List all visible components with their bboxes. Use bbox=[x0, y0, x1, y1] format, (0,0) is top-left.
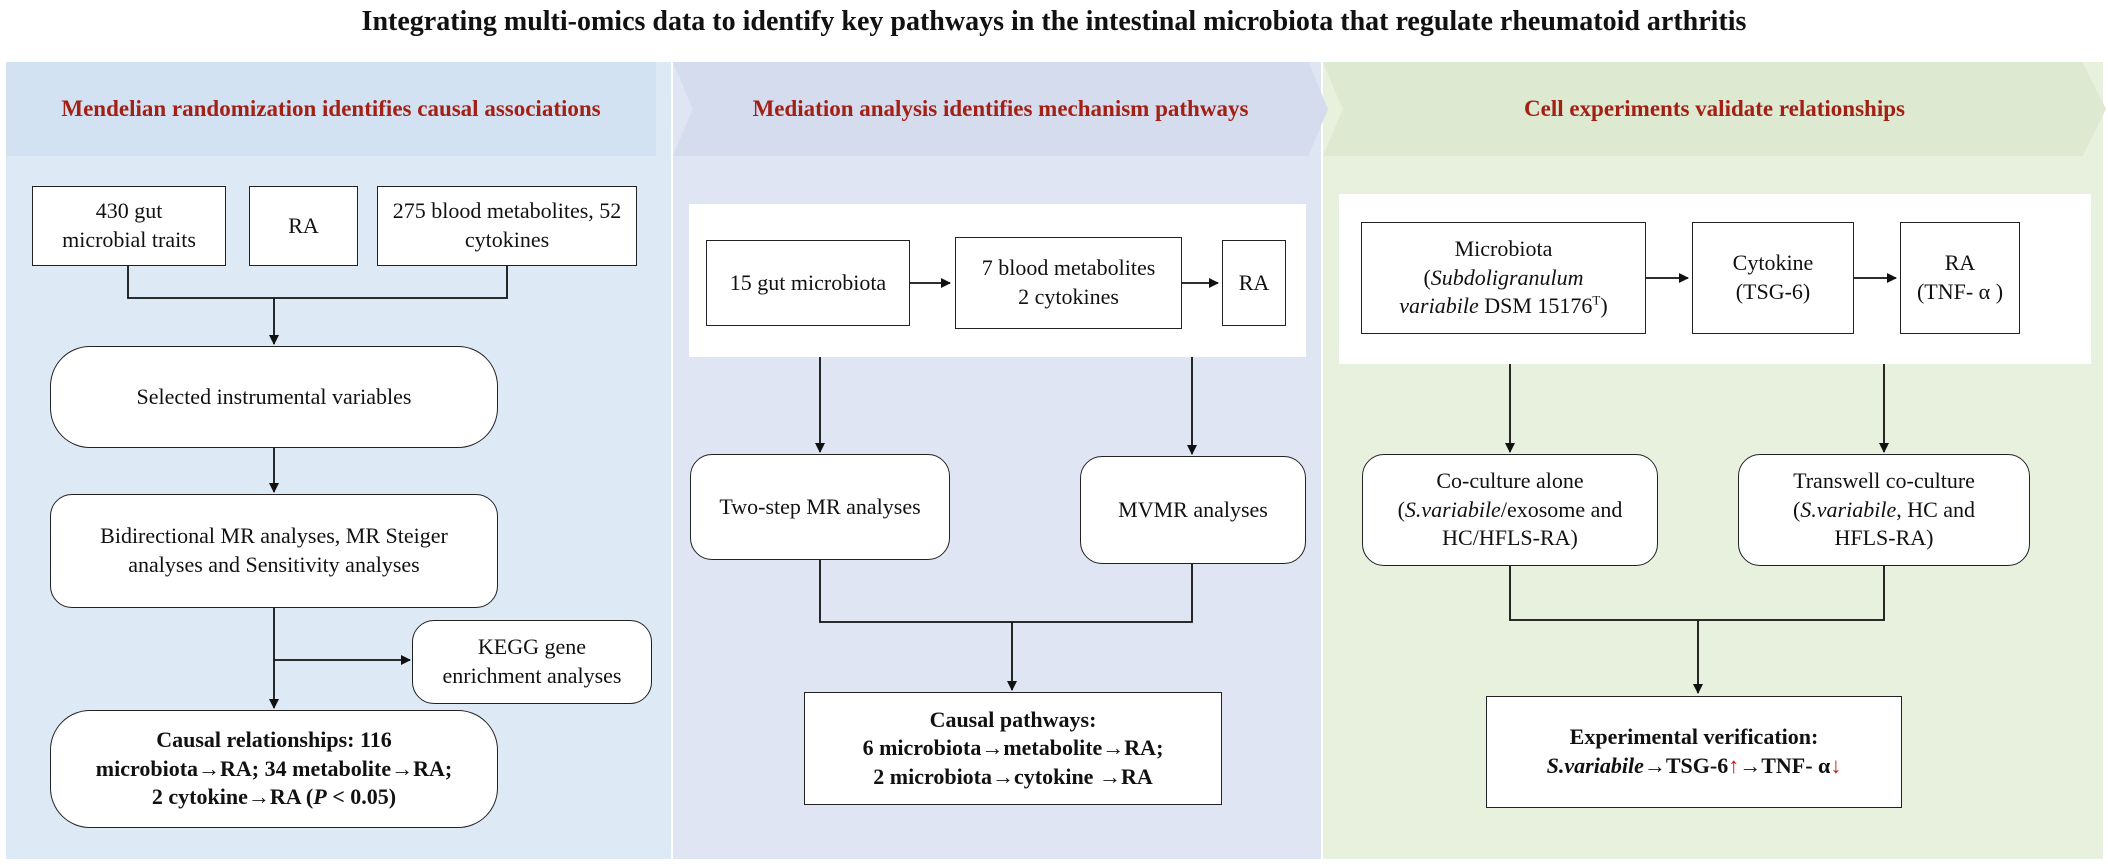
panel2-header: Mediation analysis identifies mechanism … bbox=[673, 62, 1328, 156]
coculture-title: Co-culture alone bbox=[1436, 468, 1584, 494]
coculture-line2: (S.variabile/exosome and bbox=[1398, 496, 1623, 525]
transwell-box: Transwell co-culture (S.variabile, HC an… bbox=[1738, 454, 2030, 566]
bidirectional-mr-box: Bidirectional MR analyses, MR Steiger an… bbox=[50, 494, 498, 608]
microbiota-label: Microbiota bbox=[1454, 236, 1553, 262]
instrumental-variables-box: Selected instrumental variables bbox=[50, 346, 498, 448]
ra-outcome-text: RA bbox=[1238, 269, 1270, 295]
transwell-rest1: , HC and bbox=[1896, 496, 1976, 522]
species-open: ( bbox=[1423, 264, 1431, 290]
verification-arrow-2: → bbox=[1739, 753, 1762, 778]
two-step-mr-text: Two-step MR analyses bbox=[719, 493, 921, 519]
cytokine-label: Cytokine bbox=[1732, 250, 1814, 276]
causal-relationships-line2: microbiota→RA; 34 metabolite→RA; bbox=[95, 755, 453, 781]
gut-microbiota-box: 15 gut microbiota bbox=[706, 240, 910, 326]
ra-tnf-label: RA bbox=[1944, 250, 1976, 276]
verification-species: S.variabile bbox=[1546, 753, 1644, 778]
causal-relationships-box: Causal relationships: 116 microbiota→RA;… bbox=[50, 710, 498, 828]
kegg-box: KEGG gene enrichment analyses bbox=[412, 620, 652, 704]
coculture-rest2: HC/HFLS-RA) bbox=[1442, 525, 1578, 551]
species-strain: DSM 15176 bbox=[1478, 293, 1593, 319]
verification-tnf: TNF- α bbox=[1761, 753, 1831, 778]
mvmr-text: MVMR analyses bbox=[1118, 496, 1268, 522]
gut-traits-box: 430 gut microbial traits bbox=[32, 186, 226, 266]
causal-pathways-box: Causal pathways: 6 microbiota→metabolite… bbox=[804, 692, 1222, 805]
ra-tnf-box: RA (TNF- α ) bbox=[1900, 222, 2020, 334]
species-close: ) bbox=[1600, 293, 1608, 319]
causal-relationships-line1: Causal relationships: 116 bbox=[156, 727, 392, 753]
gut-microbiota-text: 15 gut microbiota bbox=[729, 269, 887, 295]
causal-relationships-line3-b: < 0.05) bbox=[326, 784, 397, 810]
species-line1: (Subdoligranulum bbox=[1423, 264, 1583, 293]
transwell-title: Transwell co-culture bbox=[1793, 468, 1975, 494]
ra-text: RA bbox=[288, 212, 319, 238]
page-title: Integrating multi-omics data to identify… bbox=[361, 6, 1747, 37]
cytokine-value: (TSG-6) bbox=[1735, 279, 1811, 304]
transwell-line2: (S.variabile, HC and bbox=[1793, 496, 1975, 525]
cytokine-box: Cytokine (TSG-6) bbox=[1692, 222, 1854, 334]
instrumental-variables-text: Selected instrumental variables bbox=[136, 383, 412, 409]
experimental-verification-box: Experimental verification: S.variabile→T… bbox=[1486, 696, 1902, 808]
p-value-symbol: P bbox=[313, 784, 327, 810]
transwell-rest2: HFLS-RA) bbox=[1834, 525, 1934, 551]
microbiota-box: Microbiota (Subdoligranulum variabile DS… bbox=[1361, 222, 1646, 334]
verification-tsg: TSG-6 bbox=[1665, 753, 1729, 778]
species-line2: variabile DSM 15176T) bbox=[1399, 292, 1607, 321]
coculture-box: Co-culture alone (S.variabile/exosome an… bbox=[1362, 454, 1658, 566]
metabolites-box: 275 blood metabolites, 52 cytokines bbox=[377, 186, 637, 266]
causal-relationships-line3-a: 2 cytokine→RA ( bbox=[151, 784, 314, 810]
kegg-text: KEGG gene enrichment analyses bbox=[442, 634, 622, 688]
species-type-mark: T bbox=[1592, 292, 1601, 308]
species-epithet: variabile bbox=[1399, 293, 1479, 319]
causal-relationships-line3: 2 cytokine→RA (P < 0.05) bbox=[152, 783, 396, 812]
bidirectional-mr-text: Bidirectional MR analyses, MR Steiger an… bbox=[100, 523, 448, 577]
mediator-box: 7 blood metabolites 2 cytokines bbox=[955, 237, 1182, 329]
coculture-rest1: /exosome and bbox=[1500, 496, 1623, 522]
transwell-species: S.variabile bbox=[1800, 496, 1897, 522]
causal-pathways-line3: 2 microbiota→cytokine →RA bbox=[873, 763, 1153, 789]
coculture-species: S.variabile bbox=[1404, 496, 1501, 522]
ra-box: RA bbox=[249, 186, 358, 266]
panel3-header: Cell experiments validate relationships bbox=[1323, 62, 2106, 156]
verification-arrow-1: → bbox=[1643, 753, 1666, 778]
two-step-mr-box: Two-step MR analyses bbox=[690, 454, 950, 560]
verification-title: Experimental verification: bbox=[1569, 724, 1819, 750]
coculture-open: ( bbox=[1397, 496, 1405, 522]
panel1-header: Mendelian randomization identifies causa… bbox=[6, 62, 656, 156]
down-arrow-icon: ↓ bbox=[1830, 753, 1842, 778]
gut-traits-text: 430 gut microbial traits bbox=[62, 198, 196, 252]
causal-pathways-line2: 6 microbiota→metabolite→RA; bbox=[862, 735, 1164, 761]
ra-tnf-value: (TNF- α ) bbox=[1916, 279, 2004, 304]
mediator-line2: 2 cytokines bbox=[1018, 284, 1119, 309]
species-genus: Subdoligranulum bbox=[1430, 264, 1584, 290]
causal-pathways-line1: Causal pathways: bbox=[929, 706, 1097, 732]
up-arrow-icon: ↑ bbox=[1728, 753, 1740, 778]
transwell-open: ( bbox=[1792, 496, 1801, 522]
ra-outcome-box: RA bbox=[1222, 240, 1286, 326]
mvmr-box: MVMR analyses bbox=[1080, 456, 1306, 564]
metabolites-text: 275 blood metabolites, 52 cytokines bbox=[392, 198, 622, 252]
verification-line2: S.variabile→TSG-6↑→TNF- α↓ bbox=[1547, 752, 1842, 781]
mediator-line1: 7 blood metabolites bbox=[981, 255, 1156, 281]
